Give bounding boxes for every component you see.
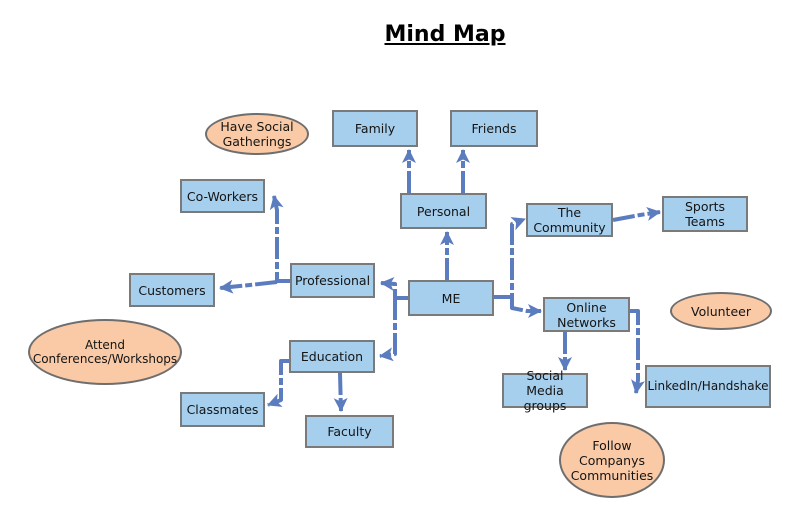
node-education[interactable]: Education [289,340,375,373]
node-faculty-label: Faculty [327,424,372,439]
node-classmates[interactable]: Classmates [180,392,265,427]
node-customers-label: Customers [138,282,206,298]
node-professional[interactable]: Professional [290,263,375,298]
callout-attend-conferences-workshops[interactable]: Attend Conferences/Workshops [28,319,182,385]
connector-education-classmates [267,359,289,407]
node-personal[interactable]: Personal [400,193,487,229]
node-me-label: ME [441,290,461,306]
node-friends[interactable]: Friends [450,110,538,147]
node-customers[interactable]: Customers [129,273,215,307]
connector-me-community [494,217,526,299]
connector-me-online [510,297,542,318]
connector-me-professional [380,276,408,300]
connector-professional-customers [219,279,278,294]
node-linkedin-handshake[interactable]: LinkedIn/Handshake [645,365,771,408]
node-linkedin-handshake-label: LinkedIn/Handshake [647,379,769,394]
connector-community-sports [612,207,661,222]
node-education-label: Education [300,349,364,364]
node-co-workers-label: Co-Workers [186,188,259,204]
node-friends-label: Friends [471,121,517,136]
node-me[interactable]: ME [408,280,494,316]
node-family-label: Family [354,121,396,136]
page-title: Mind Map [384,22,506,47]
callout-follow-companys-communities-label: Follow Companys Communities [570,437,654,483]
node-co-workers[interactable]: Co-Workers [180,179,265,213]
node-the-community[interactable]: The Community [526,203,613,237]
node-online-networks[interactable]: Online Networks [543,297,630,332]
node-faculty[interactable]: Faculty [305,415,394,448]
callout-attend-conferences-workshops-label: Attend Conferences/Workshops [32,337,178,366]
connector-professional-coworkers [269,195,290,283]
node-social-media-groups-label: Social Media groups [523,368,567,413]
node-professional-label: Professional [294,273,371,288]
node-sports-teams[interactable]: Sports Teams [662,196,748,232]
node-social-media-groups[interactable]: Social Media groups [502,368,588,413]
node-sports-teams-label: Sports Teams [684,199,726,229]
connector-me-education [379,298,397,362]
node-classmates-label: Classmates [186,402,259,417]
node-online-networks-label: Online Networks [557,299,616,330]
connector-education-faculty [333,372,348,412]
node-family[interactable]: Family [332,110,418,147]
callout-volunteer[interactable]: Volunteer [670,292,772,330]
callout-have-social-gatherings-label: Have Social Gatherings [220,119,294,149]
callout-volunteer-label: Volunteer [691,303,751,319]
connector-online-linkedin [630,309,645,394]
node-personal-label: Personal [416,203,471,219]
callout-have-social-gatherings[interactable]: Have Social Gatherings [205,113,309,155]
node-the-community-label: The Community [533,205,606,235]
callout-follow-companys-communities[interactable]: Follow Companys Communities [559,422,665,498]
